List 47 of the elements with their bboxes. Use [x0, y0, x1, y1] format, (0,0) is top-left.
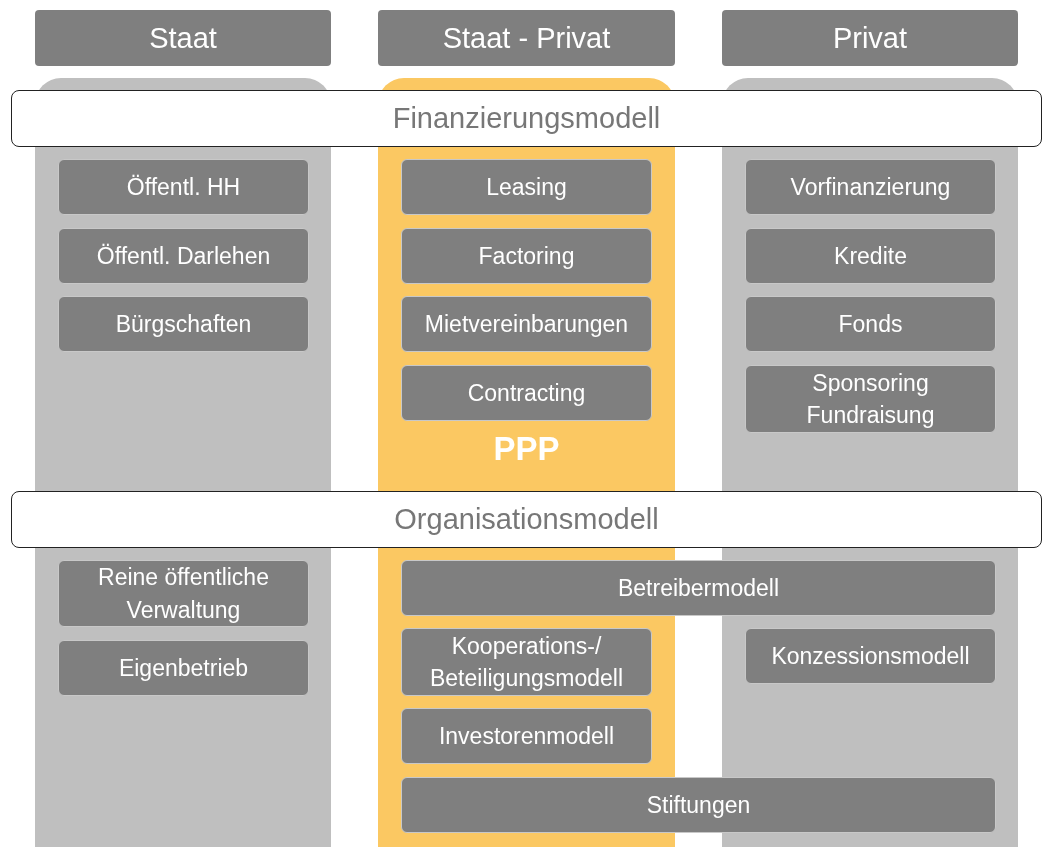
label-text: Vorfinanzierung [790, 172, 951, 202]
model-box [401, 159, 652, 215]
column-header [35, 10, 331, 66]
model-box [58, 159, 309, 215]
model-box [745, 228, 996, 284]
model-box [401, 628, 652, 696]
model-box [745, 628, 996, 684]
model-box [58, 560, 309, 627]
label-text: Eigenbetrieb [118, 653, 249, 683]
label-text: Reine öffentliche Verwaltung [97, 563, 270, 625]
label-text: Öffentl. HH [126, 172, 241, 202]
label-text: Stiftungen [646, 790, 751, 820]
model-box [401, 560, 996, 616]
label-text: Öffentl. Darlehen [96, 241, 271, 271]
model-band [11, 90, 1042, 147]
label-text: Factoring [478, 241, 575, 271]
model-band [11, 491, 1042, 548]
label-text: Mietvereinbarungen [424, 309, 629, 339]
group-label: PPP [492, 430, 561, 468]
label-text: Contracting [467, 378, 586, 408]
model-box [745, 365, 996, 433]
label-text: Staat [149, 21, 217, 55]
model-box [401, 777, 996, 833]
label-text: Fonds [838, 309, 903, 339]
model-box [401, 228, 652, 284]
model-box [745, 296, 996, 352]
label-text: Sponsoring Fundraisung [805, 368, 936, 430]
column-header [722, 10, 1018, 66]
label-text: Kooperations-/ Beteiligungsmodell [428, 631, 625, 693]
model-box [58, 228, 309, 284]
label-text: Privat [832, 21, 908, 55]
label-text: Konzessionsmodell [771, 641, 970, 671]
model-box [58, 296, 309, 352]
model-box [401, 708, 652, 764]
column-header [378, 10, 675, 66]
label-text: Staat - Privat [442, 21, 611, 55]
model-box [58, 640, 309, 696]
model-box [401, 296, 652, 352]
label-text: Leasing [486, 172, 567, 202]
model-box [745, 159, 996, 215]
label-text: Investorenmodell [438, 721, 615, 751]
label-text: Betreibermodell [617, 573, 780, 603]
label-text: Finanzierungsmodell [392, 102, 661, 135]
label-text: Kredite [834, 241, 907, 271]
label-text: Bürgschaften [115, 309, 252, 339]
model-box [401, 365, 652, 421]
label-text: Organisationsmodell [394, 503, 659, 536]
